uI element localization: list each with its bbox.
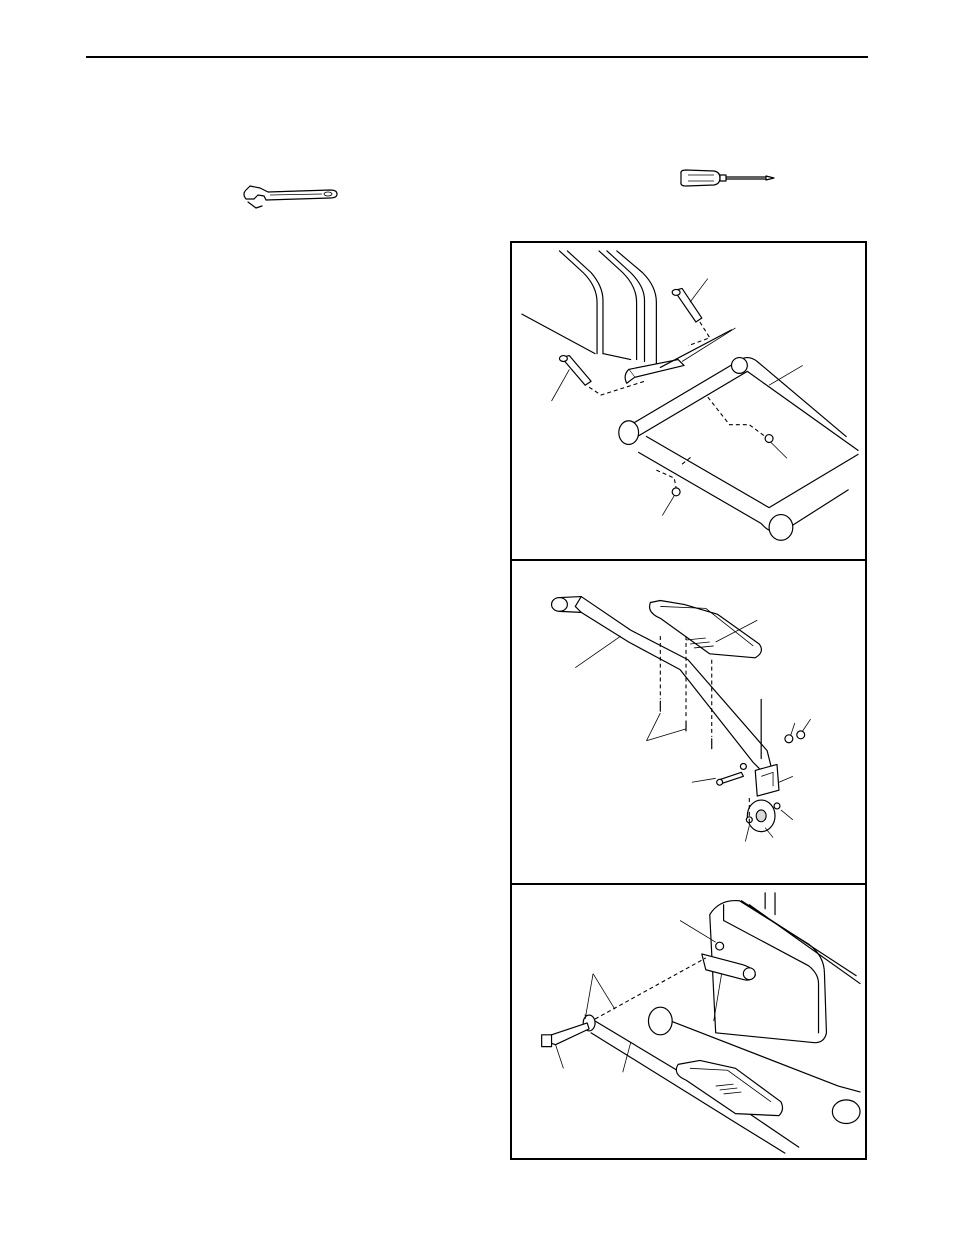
figure-pedal-arm (510, 559, 867, 885)
figure-frame-stabilizer (510, 241, 867, 561)
phillips-screwdriver-icon (678, 166, 778, 190)
figure-pedal-arm-attachment (510, 883, 867, 1160)
adjustable-wrench-icon (240, 184, 340, 214)
top-rule (86, 56, 868, 58)
